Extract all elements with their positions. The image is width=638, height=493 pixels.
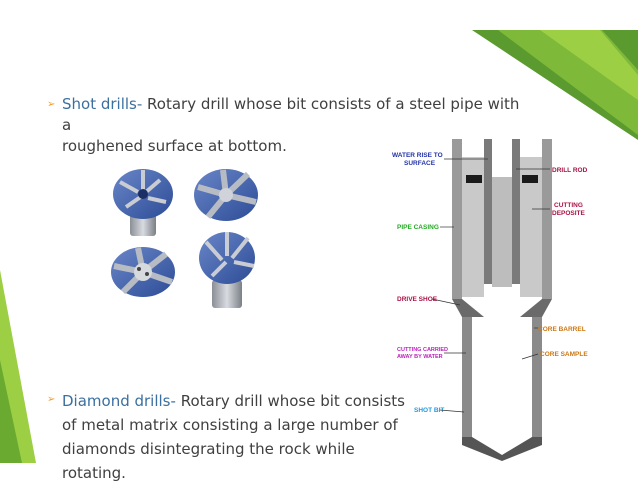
drive-shoe-right — [520, 299, 552, 317]
core-barrel-left — [462, 317, 472, 437]
label-shot-bit: SHOT BIT — [414, 407, 444, 414]
label-cutting-line2: DEPOSITE — [552, 210, 586, 217]
block-left — [466, 175, 482, 183]
shot-drills-desc-line2: roughened surface at bottom. — [62, 137, 287, 155]
cuttings-right — [520, 157, 542, 297]
core-barrel-right — [532, 317, 542, 437]
label-drill-rod: DRILL ROD — [552, 167, 588, 174]
label-core-sample: CORE SAMPLE — [540, 351, 588, 358]
shot-drill-diagram: WATER RISE TO SURFACE DRILL ROD CUTTING … — [382, 137, 627, 462]
drill-rod-right-wall — [512, 139, 520, 284]
drive-shoe-left — [452, 299, 484, 317]
shot-drills-term: Shot drills- — [62, 95, 143, 113]
cuttings-left — [462, 157, 484, 297]
core-sample — [472, 317, 532, 437]
label-pipe-casing: PIPE CASING — [397, 224, 439, 231]
diamond-drills-paragraph: Diamond drills- Rotary drill whose bit c… — [62, 389, 422, 485]
bullet-diamond-drills: ➢ — [47, 394, 56, 405]
drill-bit-3 — [111, 247, 175, 297]
label-core-barrel: CORE BARREL — [538, 326, 586, 333]
diamond-drills-desc-line3: diamonds disintegrating the rock while r… — [62, 440, 355, 482]
shot-drills-desc-line1: Rotary drill whose bit consists of a ste… — [62, 95, 520, 134]
drill-bit-4 — [199, 232, 255, 308]
shot-bit — [462, 437, 542, 461]
label-water-rise-line1: WATER RISE TO — [392, 152, 443, 159]
top-right-light-green-shape — [540, 30, 638, 100]
block-right — [522, 175, 538, 183]
label-cutting-carried-line2: AWAY BY WATER — [397, 354, 443, 360]
label-cutting-line1: CUTTING — [554, 202, 583, 209]
left-dark-green-shape — [0, 360, 22, 463]
bullet-shot-drills: ➢ — [47, 99, 56, 110]
drill-rod-left-wall — [484, 139, 492, 284]
drill-bits-image — [111, 169, 258, 308]
cuttings-center — [492, 177, 512, 287]
drill-bit-1 — [113, 169, 173, 236]
label-drive-shoe: DRIVE SHOE — [397, 296, 438, 303]
shot-drills-paragraph: Shot drills- Rotary drill whose bit cons… — [62, 94, 532, 157]
diamond-drills-desc-line2: of metal matrix consisting a large numbe… — [62, 416, 398, 434]
pipe-casing-right — [542, 139, 552, 299]
pipe-casing-left — [452, 139, 462, 299]
drill-bit-2 — [194, 169, 258, 221]
diamond-drills-desc-line1: Rotary drill whose bit consists — [175, 392, 405, 410]
diamond-drills-term: Diamond drills- — [62, 392, 176, 410]
label-cutting-carried-line1: CUTTING CARRIED — [397, 347, 448, 353]
label-water-rise-line2: SURFACE — [404, 160, 436, 167]
